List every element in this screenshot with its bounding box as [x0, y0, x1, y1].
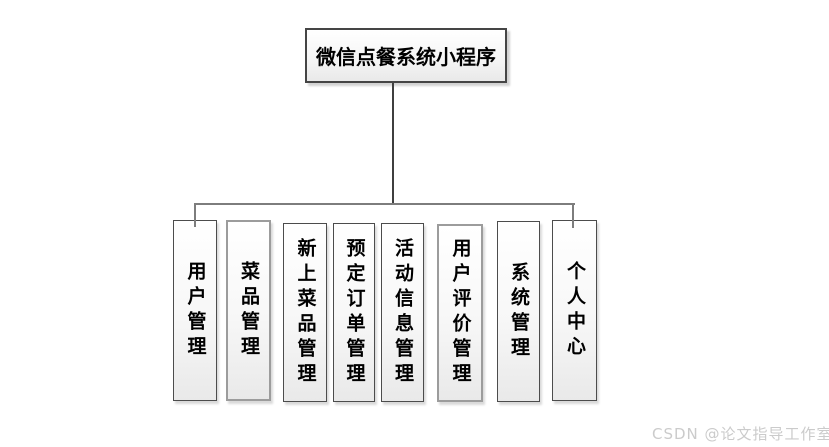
node-label: 预定订单管理 — [343, 237, 366, 388]
connector-drop-right — [572, 203, 574, 228]
node-label: 活动信息管理 — [392, 237, 414, 388]
diagram-root-node: 微信点餐系统小程序 — [305, 28, 507, 83]
node-new-dish-management: 新上菜品管理 — [283, 223, 327, 402]
node-label: 新上菜品管理 — [294, 237, 317, 388]
node-user-management: 用户管理 — [173, 220, 217, 401]
node-label: 个人中心 — [564, 260, 586, 361]
node-activity-info-management: 活动信息管理 — [381, 223, 424, 402]
node-user-review-management: 用户评价管理 — [437, 224, 483, 402]
node-system-management: 系统管理 — [497, 221, 540, 402]
node-label: 系统管理 — [508, 261, 530, 362]
connector-horizontal-bus — [194, 203, 575, 205]
node-personal-center: 个人中心 — [552, 220, 597, 401]
node-label: 用户管理 — [184, 260, 207, 361]
connector-trunk-line — [392, 83, 394, 205]
csdn-watermark: CSDN @论文指导工作室 — [652, 425, 829, 443]
node-dish-management: 菜品管理 — [226, 220, 271, 401]
connector-drop-left — [194, 203, 196, 227]
node-label: 菜品管理 — [238, 260, 260, 361]
diagram-root-label: 微信点餐系统小程序 — [316, 45, 496, 69]
node-reservation-order-management: 预定订单管理 — [333, 223, 375, 402]
node-label: 用户评价管理 — [449, 238, 472, 388]
